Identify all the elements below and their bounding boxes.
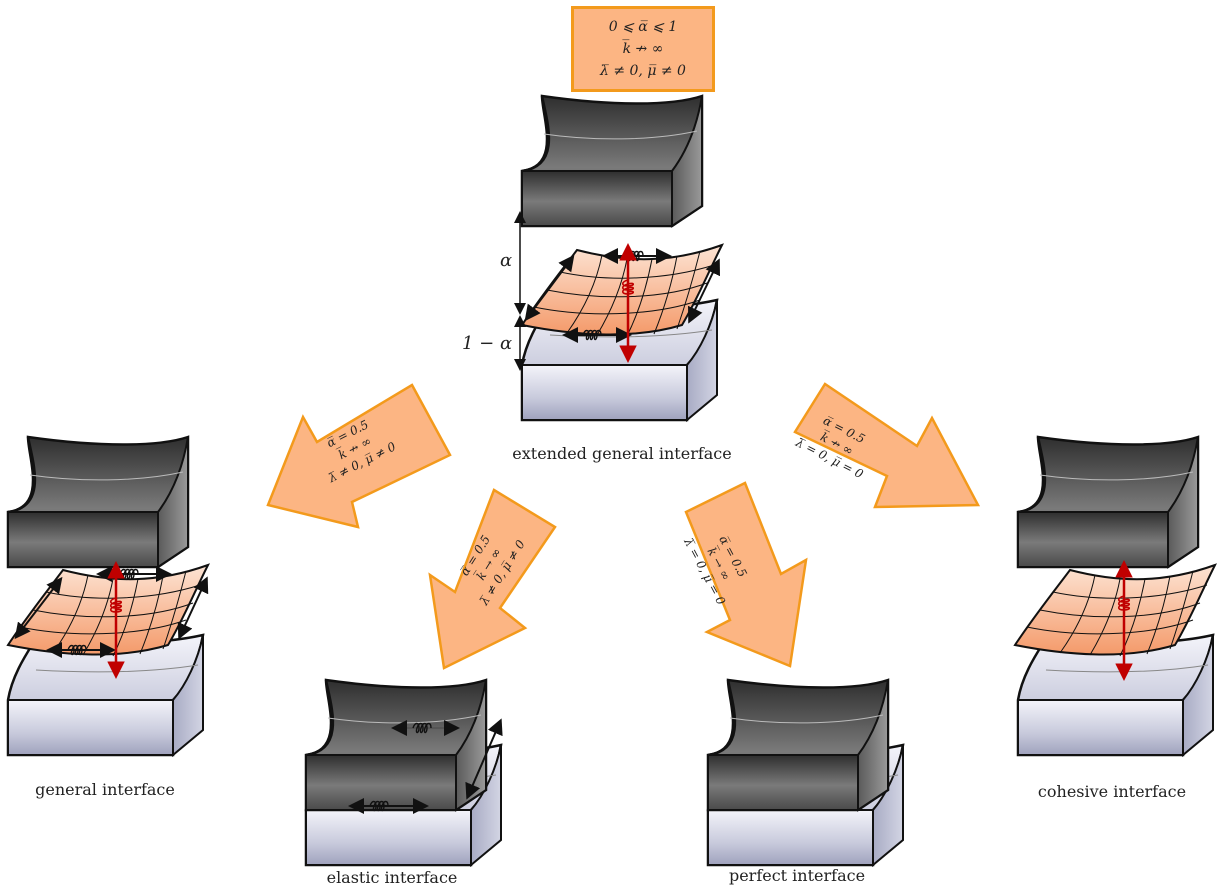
caption-perfect: perfect interface <box>728 866 866 885</box>
arrow-to-perfect <box>684 481 808 668</box>
one-minus-alpha-label: 1 − α <box>462 333 513 354</box>
general-springs <box>14 561 209 679</box>
caption-elastic: elastic interface <box>326 868 458 887</box>
elastic-springs <box>348 718 503 814</box>
extended-parameters-box: 0 ⩽ α̅ ⩽ 1 k̅ ↛ ∞ λ̅ ≠ 0, μ̅ ≠ 0 <box>571 6 715 92</box>
arrow-to-cohesive <box>793 382 981 509</box>
alpha-label: α <box>500 250 513 271</box>
caption-general: general interface <box>35 780 175 799</box>
arrow-to-elastic <box>428 488 557 670</box>
caption-extended: extended general interface <box>512 444 732 463</box>
extended-upper-block <box>520 94 704 228</box>
caption-cohesive: cohesive interface <box>1037 782 1187 801</box>
cohesive-spring <box>1115 560 1133 681</box>
extended-springs <box>524 243 720 363</box>
arrow-to-general <box>266 383 452 529</box>
cohesive-upper-block <box>1016 435 1200 569</box>
general-upper-block <box>6 435 190 569</box>
box-line-2: k̅ ↛ ∞ <box>622 41 664 57</box>
elastic-upper-block <box>304 678 488 812</box>
box-line-1: 0 ⩽ α̅ ⩽ 1 <box>608 19 678 35</box>
box-line-3: λ̅ ≠ 0, μ̅ ≠ 0 <box>600 63 686 79</box>
perfect-upper-block <box>706 678 890 812</box>
